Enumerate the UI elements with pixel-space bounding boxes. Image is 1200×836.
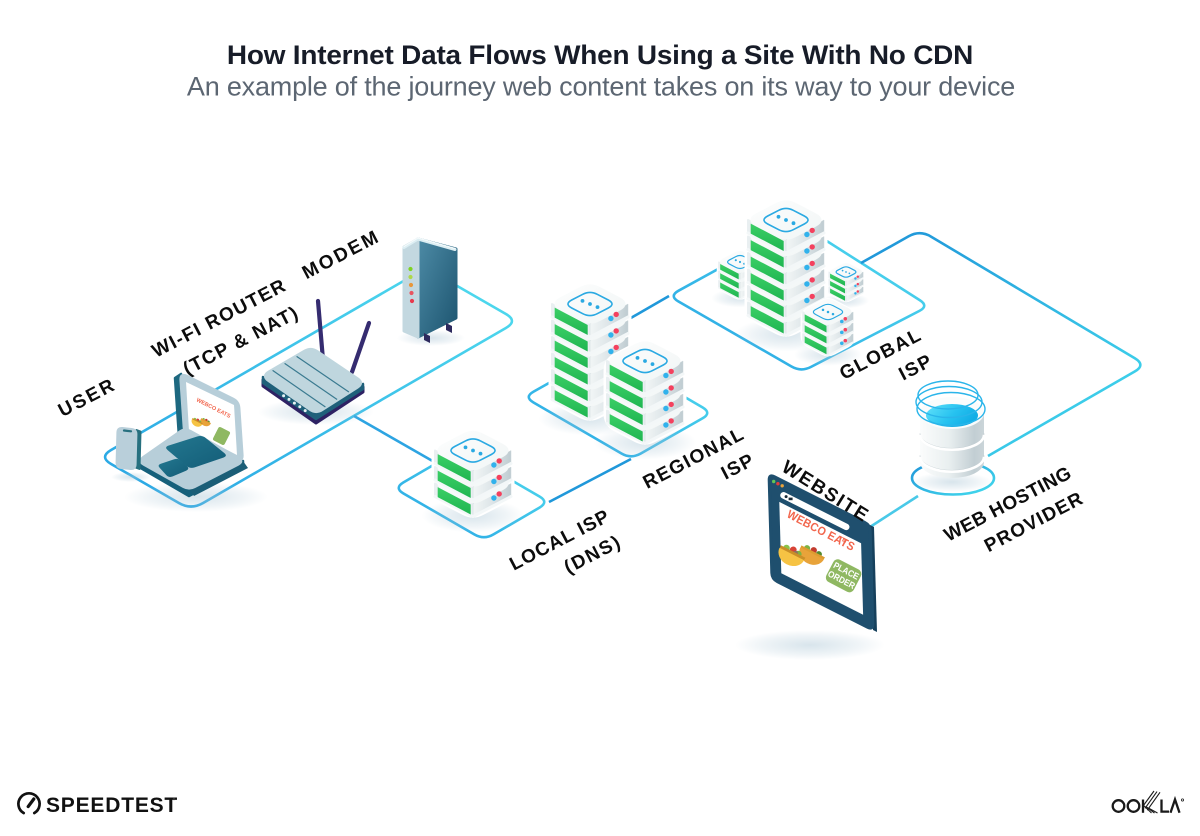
svg-text:An example of the journey web: An example of the journey web content ta… [187, 72, 1015, 102]
svg-text:How Internet Data Flows When U: How Internet Data Flows When Using a Sit… [227, 39, 973, 69]
svg-text:SPEEDTEST: SPEEDTEST [46, 794, 178, 817]
svg-text:USER: USER [55, 374, 120, 421]
svg-text:TM: TM [838, 536, 848, 545]
svg-text:MODEM: MODEM [299, 226, 384, 284]
svg-text:ISP: ISP [718, 450, 759, 485]
